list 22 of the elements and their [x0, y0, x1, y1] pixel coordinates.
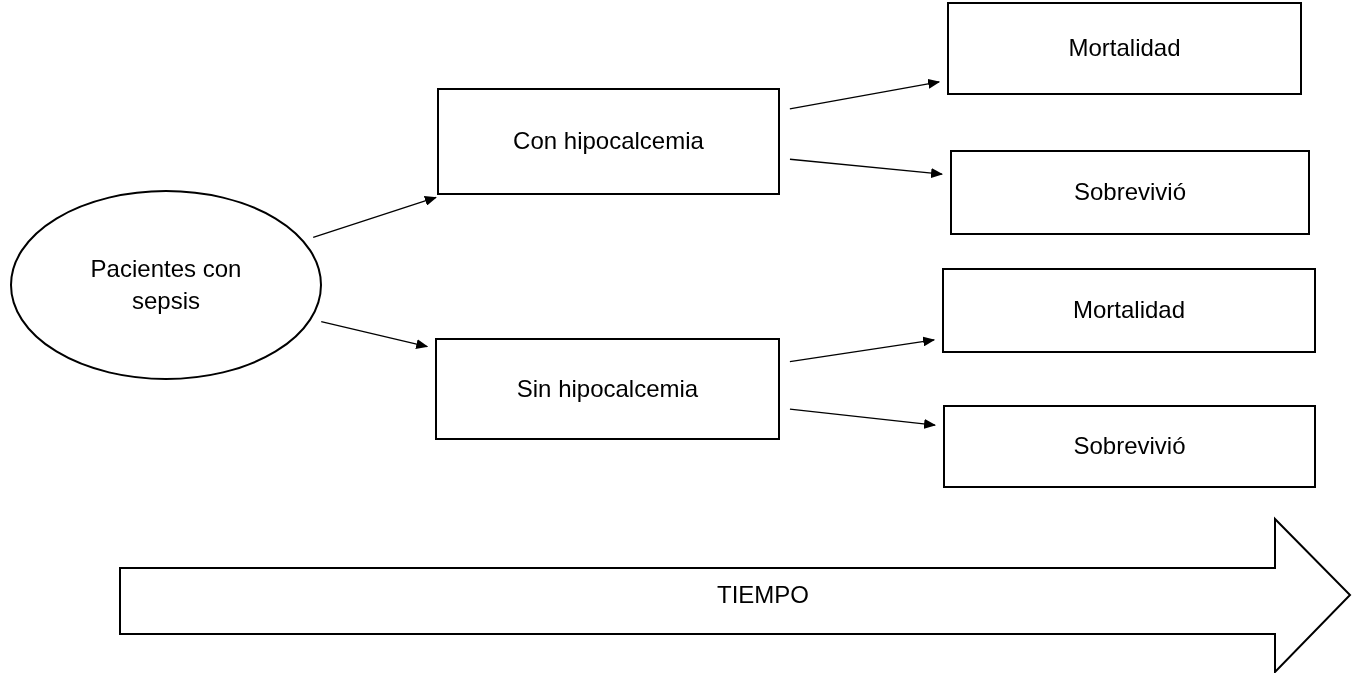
process-box [942, 268, 1316, 353]
process-box [943, 405, 1316, 488]
arrow [789, 78, 941, 110]
process-box [950, 150, 1310, 235]
node-label: Pacientes con sepsis [89, 253, 243, 316]
node-label: Mortalidad [1068, 33, 1181, 64]
process-box [947, 2, 1302, 95]
arrow [789, 158, 944, 178]
process-box [435, 338, 780, 440]
node-label: TIEMPO [717, 580, 809, 611]
node-label: Con hipocalcemia [513, 126, 704, 157]
node-label: Mortalidad [1072, 295, 1186, 326]
node-label: Sobrevivió [1073, 431, 1186, 462]
node-label: Sobrevivió [1073, 177, 1187, 208]
ellipse-node [10, 190, 322, 380]
node-label: Sin hipocalcemia [516, 373, 699, 404]
process-box [437, 88, 780, 195]
arrow [789, 408, 937, 429]
arrow [312, 196, 437, 238]
arrow [789, 336, 936, 363]
time-arrow [119, 518, 1352, 673]
arrow [320, 320, 429, 349]
